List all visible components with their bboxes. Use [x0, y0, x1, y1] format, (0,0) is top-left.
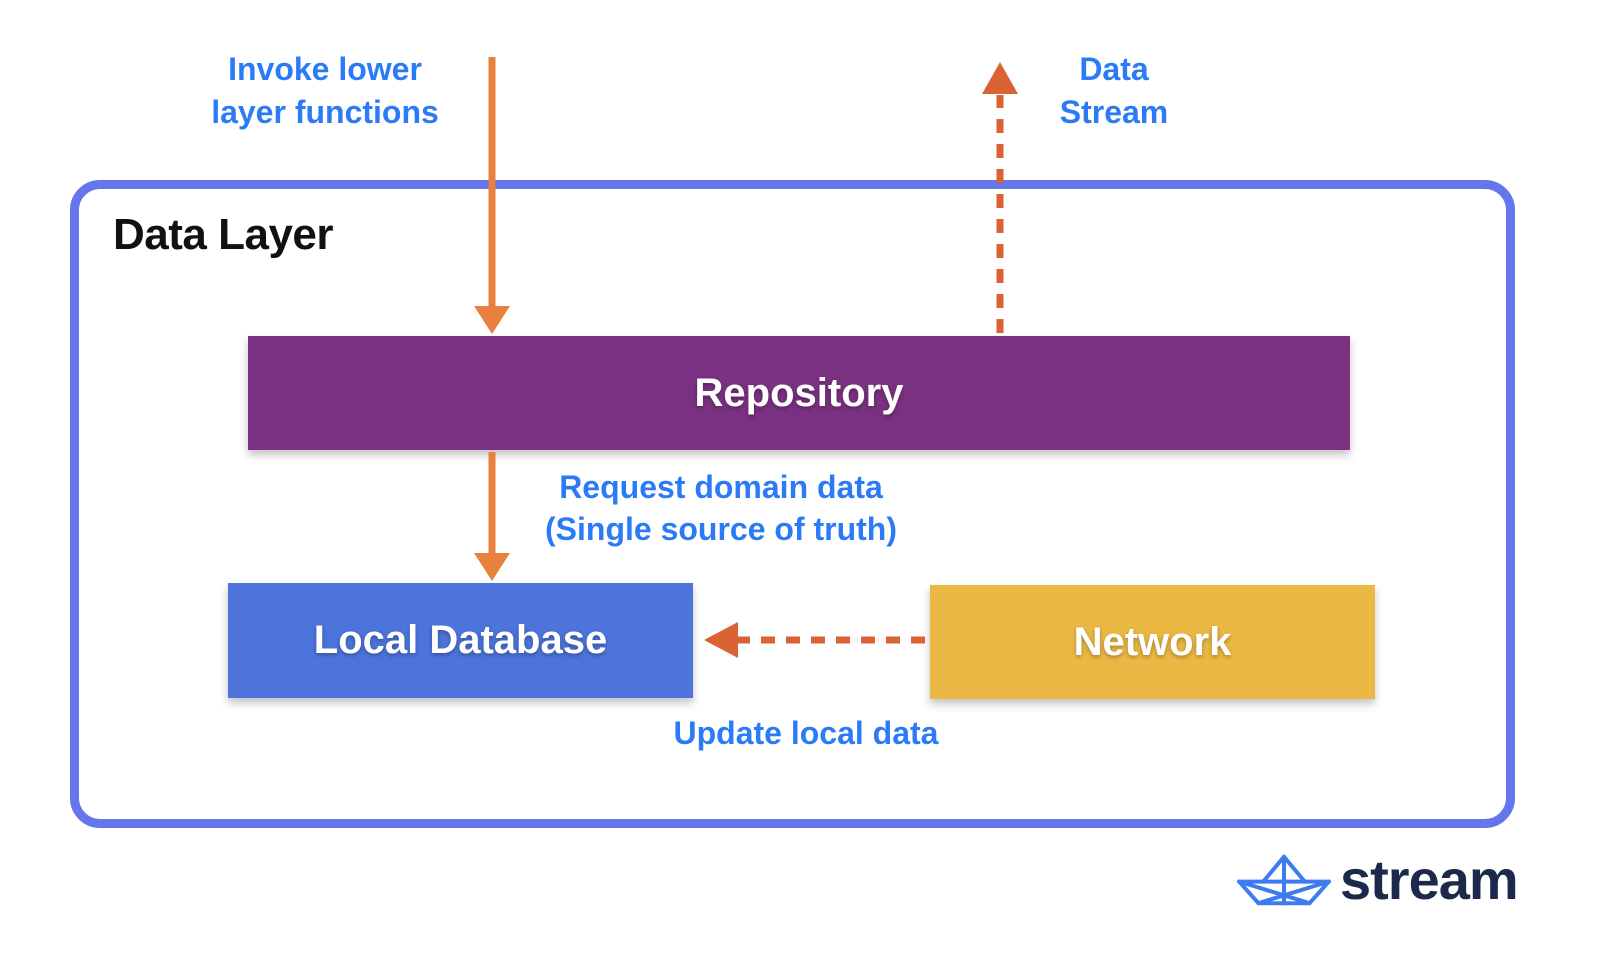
data-stream-label: Data Stream — [1014, 48, 1214, 134]
invoke-lower-layer-label-line2: layer functions — [211, 94, 439, 130]
request-domain-data-label: Request domain data (Single source of tr… — [471, 466, 971, 550]
network-box: Network — [930, 585, 1375, 699]
data-layer-title: Data Layer — [113, 210, 334, 259]
network-label: Network — [1073, 619, 1232, 664]
repository-label: Repository — [694, 370, 904, 415]
data-layer-container — [70, 180, 1515, 828]
repository-box: Repository — [248, 336, 1350, 450]
data-stream-arrow-head-icon — [982, 62, 1018, 94]
paper-boat-icon — [1237, 854, 1331, 906]
stream-logo: stream — [1236, 848, 1519, 911]
data-stream-label-line2: Stream — [1059, 94, 1169, 130]
local-database-label: Local Database — [313, 618, 608, 662]
stream-logo-text: stream — [1340, 848, 1519, 911]
data-stream-label-line1: Data — [1079, 51, 1149, 87]
update-local-data-label: Update local data — [673, 715, 939, 751]
request-domain-data-label-line2: (Single source of truth) — [545, 511, 897, 547]
invoke-lower-layer-label-line1: Invoke lower — [228, 51, 422, 87]
invoke-lower-layer-label: Invoke lower layer functions — [155, 48, 495, 134]
request-domain-data-label-line1: Request domain data — [559, 469, 883, 505]
local-database-box: Local Database — [228, 583, 693, 698]
